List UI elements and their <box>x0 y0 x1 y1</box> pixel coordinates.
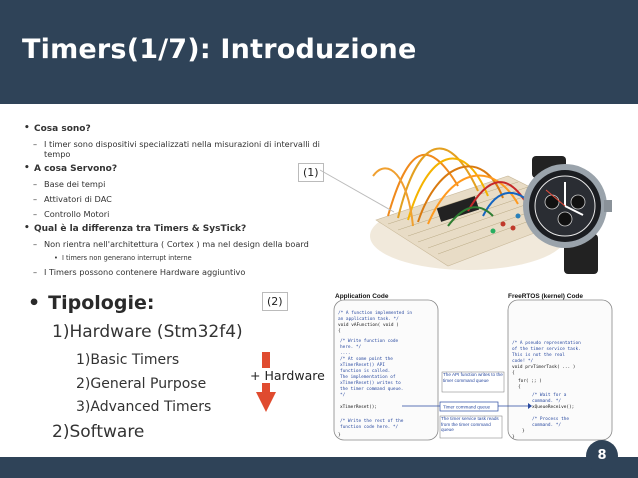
timer-queue-diagram: Application Code FreeRTOS (kernel) Code … <box>332 290 614 442</box>
svg-text:{: { <box>512 370 515 376</box>
timer-type-item: 1)Basic Timers <box>76 352 180 368</box>
svg-text:an application task. */: an application task. */ <box>338 316 399 322</box>
svg-text:/* A function implemented in: /* A function implemented in <box>338 310 412 316</box>
svg-text:/* Process the: /* Process the <box>532 416 569 422</box>
bullet-list: Cosa sono? I timer sono dispositivi spec… <box>24 123 324 282</box>
svg-text:/* Write function code: /* Write function code <box>340 338 399 344</box>
svg-text:xTimerReset() API: xTimerReset() API <box>340 362 385 368</box>
hardware-arrow-label: + Hardware <box>248 368 327 383</box>
svg-text:here. */: here. */ <box>340 344 362 350</box>
svg-text:/* Wait for a: /* Wait for a <box>532 392 567 398</box>
page-number: 8 <box>586 440 618 472</box>
svg-text:void prvTimerTask( ... ): void prvTimerTask( ... ) <box>512 364 575 370</box>
svg-text:void vAFunction( void ): void vAFunction( void ) <box>338 322 399 328</box>
queue-label: Timer command queue <box>443 405 491 410</box>
svg-text:....: .... <box>340 351 351 356</box>
callout-1: (1) <box>298 163 324 182</box>
purpose-item: Attivatori di DAC <box>33 194 324 204</box>
svg-text:{: { <box>338 328 341 334</box>
svg-text:xQueueReceive();: xQueueReceive(); <box>532 404 574 410</box>
task-note: The timer service task reads from the ti… <box>441 416 499 432</box>
svg-text:xTimerReset() writes to: xTimerReset() writes to <box>340 380 401 386</box>
svg-text:command. */: command. */ <box>532 422 561 428</box>
hardware-item: 1)Hardware (Stm32f4) <box>52 322 243 342</box>
question-difference: Qual è la differenza tra Timers & SysTic… <box>24 223 324 234</box>
svg-text:code! */: code! */ <box>512 358 534 364</box>
svg-text:the timer command queue.: the timer command queue. <box>340 386 403 392</box>
svg-text:}: } <box>512 434 515 440</box>
svg-text:{: { <box>518 384 521 390</box>
svg-text:of the timer service task.: of the timer service task. <box>512 346 581 352</box>
footer-bar <box>0 457 638 478</box>
rtos-code-title: FreeRTOS (kernel) Code <box>508 293 583 300</box>
svg-text:function is called.: function is called. <box>340 368 390 374</box>
question-purpose: A cosa Servono? <box>24 163 324 174</box>
callout-1-line <box>319 169 395 213</box>
svg-text:*/: */ <box>340 392 346 398</box>
slide-title: Timers(1/7): Introduzione <box>22 34 417 65</box>
svg-text:for( ;; ): for( ;; ) <box>518 378 542 384</box>
svg-text:xTimerReset();: xTimerReset(); <box>340 404 377 410</box>
svg-text:function code here. */: function code here. */ <box>340 424 399 430</box>
purpose-item: Controllo Motori <box>33 209 324 219</box>
svg-text:This is not the real: This is not the real <box>512 352 565 358</box>
svg-text:command. */: command. */ <box>532 398 561 404</box>
software-item: 2)Software <box>52 422 145 442</box>
breadboard-photo <box>368 116 618 284</box>
svg-text:}: } <box>338 432 341 438</box>
question-what: Cosa sono? <box>24 123 324 134</box>
tipologie-heading: Tipologie: <box>28 292 154 314</box>
api-note: The API function writes to the timer com… <box>443 372 503 383</box>
svg-text:/* At some point the: /* At some point the <box>340 356 393 362</box>
title-bar: Timers(1/7): Introduzione <box>0 0 638 104</box>
difference-answer-2: I Timers possono contenere Hardware aggi… <box>33 267 324 277</box>
svg-text:/* Write the rest of the: /* Write the rest of the <box>340 418 404 424</box>
svg-text:The implementation of: The implementation of <box>340 374 396 380</box>
svg-text:/* A pseudo representation: /* A pseudo representation <box>512 340 581 346</box>
difference-answer: Non rientra nell'architettura ( Cortex )… <box>33 239 324 249</box>
timer-type-item: 3)Advanced Timers <box>76 399 212 415</box>
callout-2: (2) <box>262 292 288 311</box>
answer-what: I timer sono dispositivi specializzati n… <box>33 139 324 159</box>
difference-subanswer: I timers non generano interrupt interne <box>54 254 324 262</box>
purpose-item: Base dei tempi <box>33 179 324 189</box>
svg-text:}: } <box>522 428 525 434</box>
timer-type-item: 2)General Purpose <box>76 376 207 392</box>
app-code-title: Application Code <box>335 293 389 300</box>
